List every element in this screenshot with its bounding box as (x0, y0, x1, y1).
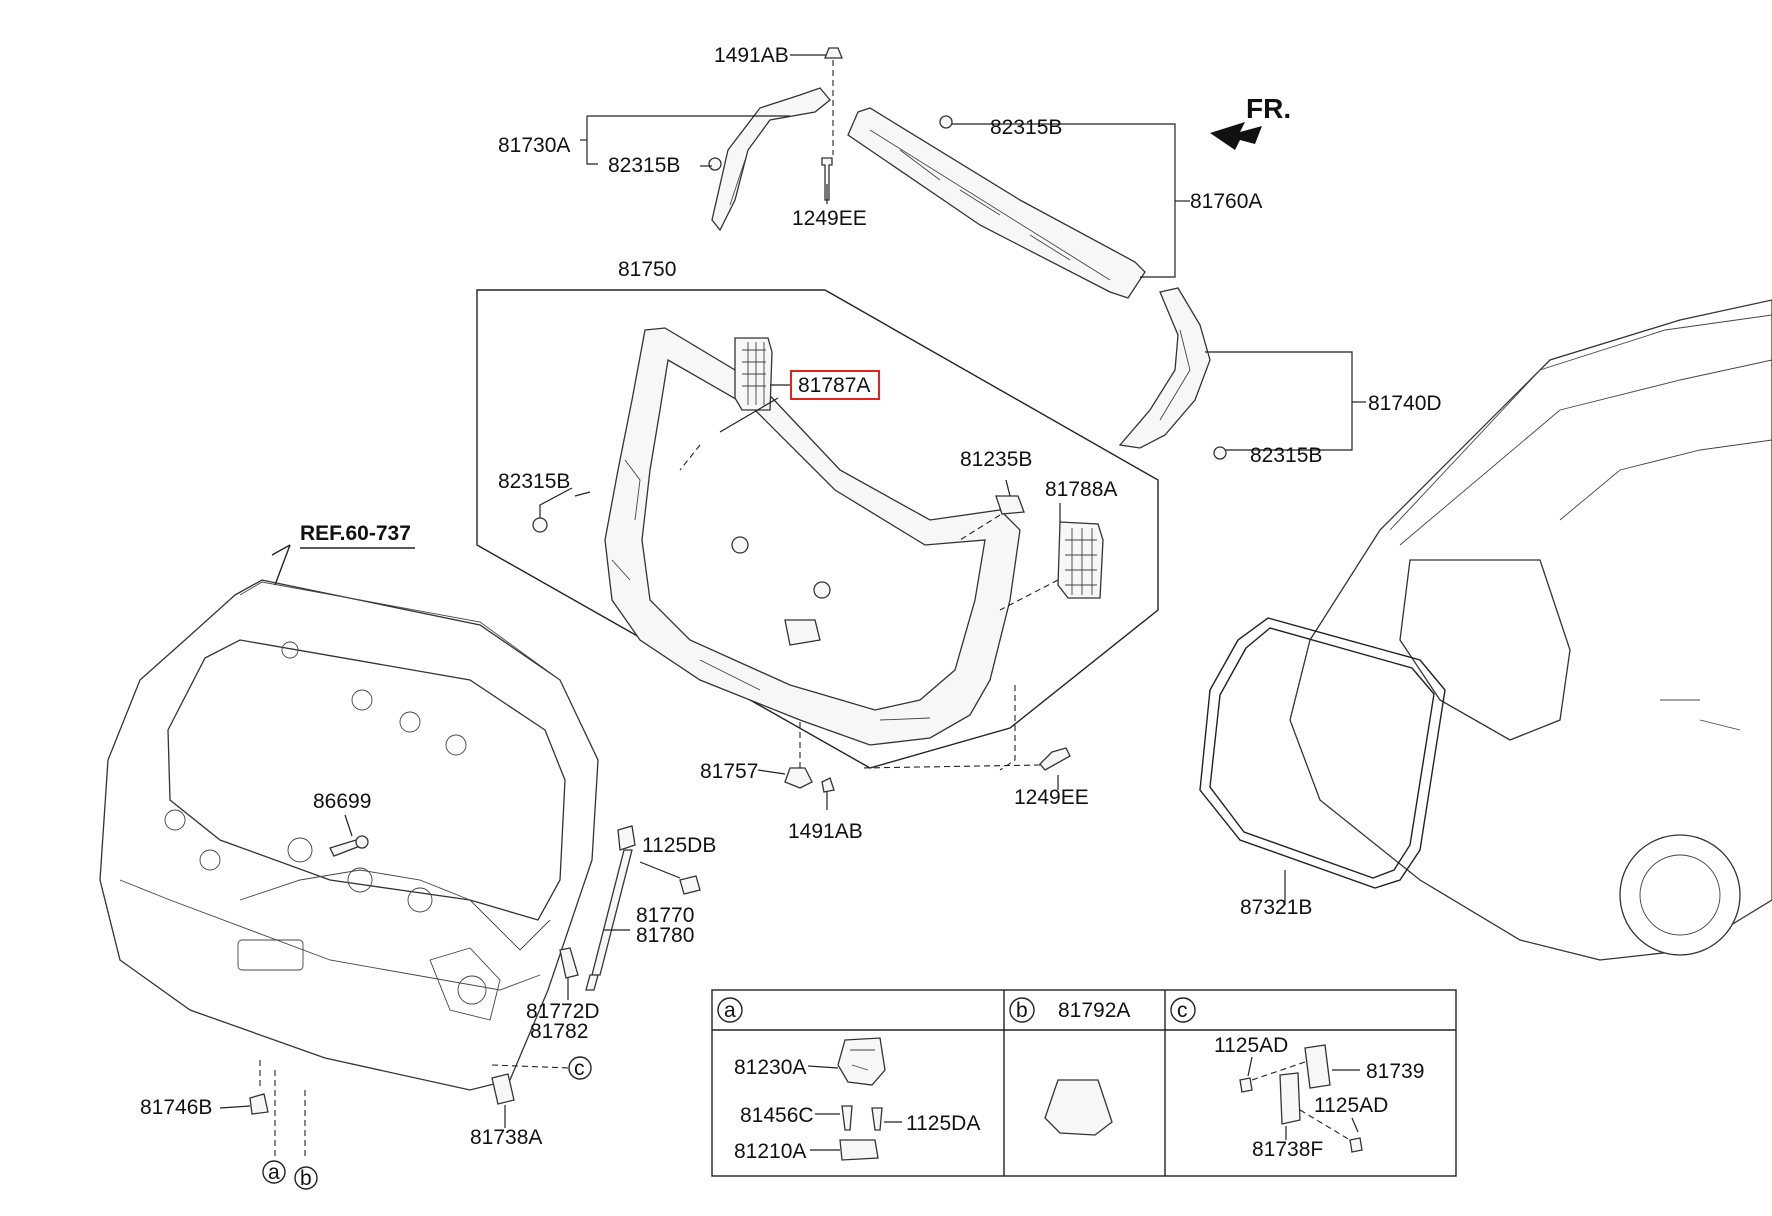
table-letter-c: c (1177, 999, 1188, 1022)
screw-81456C (841, 1105, 853, 1131)
label-ref: REF.60-737 (300, 522, 411, 545)
callout-circle-a (262, 1160, 286, 1184)
table-81738F: 81738F (1252, 1138, 1323, 1161)
clip-81757 (784, 767, 813, 789)
table-part-81792A: 81792A (1058, 999, 1130, 1022)
ref-arrow-icon (271, 544, 291, 586)
table-letter-b: b (1016, 999, 1028, 1022)
label-82315B-top: 82315B (990, 116, 1062, 139)
clip-1491AB-bottom (821, 777, 835, 793)
highlight-box-81787A (790, 370, 880, 400)
callout-letter-a: a (268, 1161, 280, 1184)
trim-group-box (476, 289, 1159, 769)
bracket-81772D (559, 947, 579, 979)
callout-letter-c: c (574, 1057, 585, 1080)
table-81739: 81739 (1366, 1060, 1424, 1083)
label-81782: 81782 (530, 1020, 588, 1043)
clip-82315B-top (939, 115, 953, 129)
callout-circle-b (294, 1166, 318, 1190)
table-1125DA: 1125DA (906, 1112, 980, 1135)
label-81760A: 81760A (1190, 190, 1262, 213)
label-1249EE-top: 1249EE (792, 207, 867, 230)
tailgate-trim-81750 (604, 327, 1021, 746)
plate-81738F (1279, 1072, 1301, 1125)
bolt-1125AD-top (1239, 1077, 1253, 1093)
label-82315B-right: 82315B (1250, 444, 1322, 467)
stopper-81746B (249, 1093, 269, 1115)
label-81772D: 81772D (526, 1000, 600, 1023)
front-arrow-icon (1210, 122, 1262, 150)
callout-letter-b: b (300, 1167, 312, 1190)
table-1125AD-top: 1125AD (1214, 1034, 1288, 1057)
label-81730A: 81730A (498, 134, 570, 157)
bracket-81235B (995, 495, 1025, 515)
bumper-81738A (491, 1073, 515, 1105)
label-1491AB-top: 1491AB (714, 44, 789, 67)
clip-82315B-mid (532, 517, 548, 533)
table-81456C: 81456C (740, 1104, 814, 1127)
label-81757: 81757 (700, 760, 758, 783)
screw-1249EE-top (821, 157, 833, 201)
label-81770: 81770 (636, 904, 694, 927)
bracket-81739 (1304, 1044, 1331, 1089)
label-82315B-mid: 82315B (498, 470, 570, 493)
table-81230A: 81230A (734, 1056, 806, 1079)
label-87321B: 87321B (1240, 896, 1312, 919)
table-letter-a: a (724, 999, 736, 1022)
screw-1125DA (871, 1107, 883, 1131)
callout-circle-c (568, 1056, 592, 1080)
cover-81787A (734, 337, 773, 411)
screw-1249EE-bottom (1039, 747, 1071, 771)
latch-81230A (837, 1037, 886, 1086)
label-86699: 86699 (313, 790, 371, 813)
detail-table (711, 989, 1457, 1177)
gas-strut-81770 (585, 825, 636, 991)
clip-82315B-left (708, 157, 722, 171)
bolt-1125AD-bottom (1349, 1137, 1363, 1153)
cover-81788A (1057, 521, 1104, 599)
label-1249EE-bottom: 1249EE (1014, 786, 1089, 809)
label-81235B: 81235B (960, 448, 1032, 471)
label-1491AB-bottom: 1491AB (788, 820, 863, 843)
cap-81792A (1044, 1079, 1113, 1136)
label-fr: FR. (1246, 93, 1291, 124)
clip-1491AB-top (824, 47, 843, 59)
label-81740D: 81740D (1368, 392, 1442, 415)
table-1125AD-bottom: 1125AD (1314, 1094, 1388, 1117)
label-81738A: 81738A (470, 1126, 542, 1149)
tailgate-panel (99, 579, 599, 1091)
roof-trim-right-81740D (1118, 287, 1211, 449)
clip-82315B-right (1213, 446, 1227, 460)
bolt-1125DB (679, 875, 701, 895)
label-82315B-left: 82315B (608, 154, 680, 177)
label-81787A: 81787A (798, 374, 870, 397)
striker-81210A (839, 1139, 879, 1161)
label-81750: 81750 (618, 258, 676, 281)
table-81210A: 81210A (734, 1140, 806, 1163)
roof-trim-center-81760A (847, 107, 1146, 299)
label-81746B: 81746B (140, 1096, 212, 1119)
weatherstrip-87321B (1199, 617, 1446, 889)
label-81780: 81780 (636, 924, 694, 947)
car-body (1289, 299, 1772, 961)
label-1125DB: 1125DB (642, 834, 716, 857)
label-81788A: 81788A (1045, 478, 1117, 501)
